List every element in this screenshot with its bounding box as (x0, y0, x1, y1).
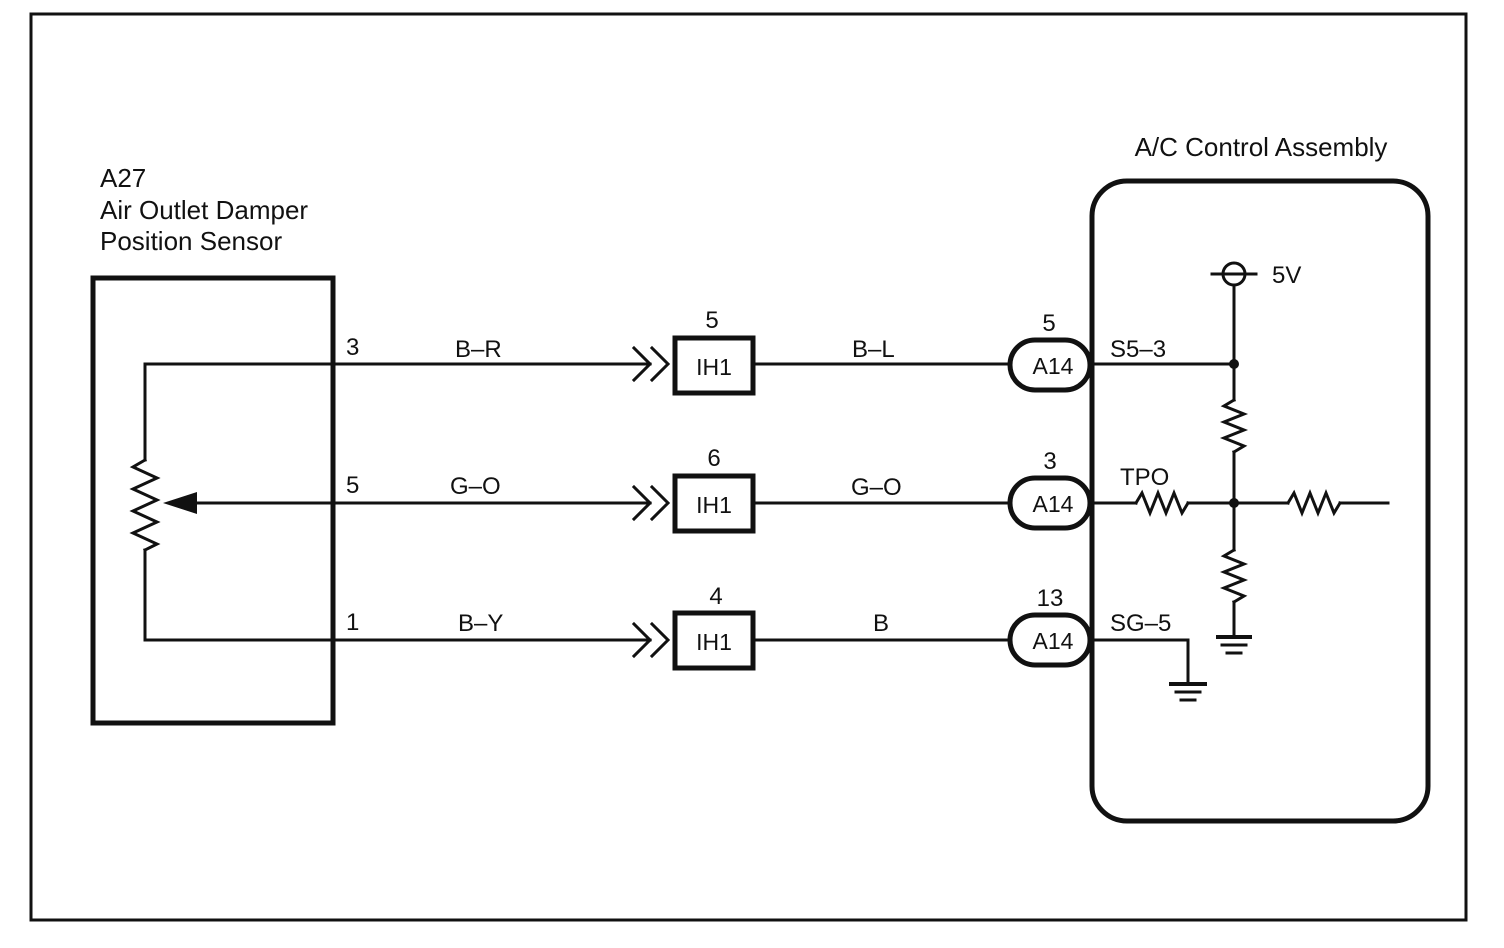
connector-arrow-icon (631, 345, 671, 659)
junction-dot-2 (1229, 498, 1239, 508)
ecu-pin-1: 5 (1042, 310, 1055, 337)
resistor-icon (1219, 397, 1249, 455)
sensor-pin-1: 3 (346, 334, 359, 361)
terminal-label-3: SG–5 (1110, 610, 1171, 637)
supply-voltage-label: 5V (1272, 262, 1301, 289)
resistor-icon (1133, 488, 1191, 518)
sensor-code: A27 (100, 163, 146, 193)
ecu-pin-3: 13 (1037, 585, 1064, 612)
wire-label-out-3: B (873, 610, 889, 637)
wire-label-out-2: G–O (851, 474, 902, 501)
sensor-pin-2: 5 (346, 472, 359, 499)
sg-line (1088, 638, 1190, 685)
ecu-connector-label-1: A14 (1033, 353, 1074, 379)
junction-label-3: IH1 (696, 629, 732, 655)
junction-label-2: IH1 (696, 492, 732, 518)
ecu-pin-2: 3 (1043, 448, 1056, 475)
sensor-name-line1: Air Outlet Damper (100, 195, 308, 225)
junction-pin-1: 5 (705, 307, 718, 334)
ecu-connector-label-3: A14 (1033, 628, 1074, 654)
resistor-icon (1219, 547, 1249, 605)
junction-pin-2: 6 (707, 445, 720, 472)
wire-label-in-2: G–O (450, 473, 501, 500)
control-box (1089, 178, 1431, 824)
sensor-name-line2: Position Sensor (100, 226, 282, 256)
ground-icon (1169, 682, 1207, 702)
wire-label-in-3: B–Y (458, 610, 503, 637)
ecu-connector-label-2: A14 (1033, 491, 1074, 517)
junction-dot-1 (1229, 359, 1239, 369)
junction-pin-3: 4 (709, 583, 722, 610)
wiper-arrow-icon (163, 492, 197, 514)
resistor-icon (1285, 488, 1343, 518)
sensor-pin-3: 1 (346, 609, 359, 636)
voltage-source-icon (1210, 261, 1258, 287)
sensor-box (90, 275, 336, 726)
wire-label-in-1: B–R (455, 336, 502, 363)
terminal-label-2: TPO (1120, 464, 1169, 491)
wire-label-out-1: B–L (852, 336, 895, 363)
potentiometer-icon (129, 362, 335, 642)
junction-label-1: IH1 (696, 354, 732, 380)
terminal-label-1: S5–3 (1110, 336, 1166, 363)
diagram-frame (29, 12, 1468, 922)
ground-icon (1216, 635, 1252, 655)
control-title: A/C Control Assembly (1135, 132, 1388, 162)
